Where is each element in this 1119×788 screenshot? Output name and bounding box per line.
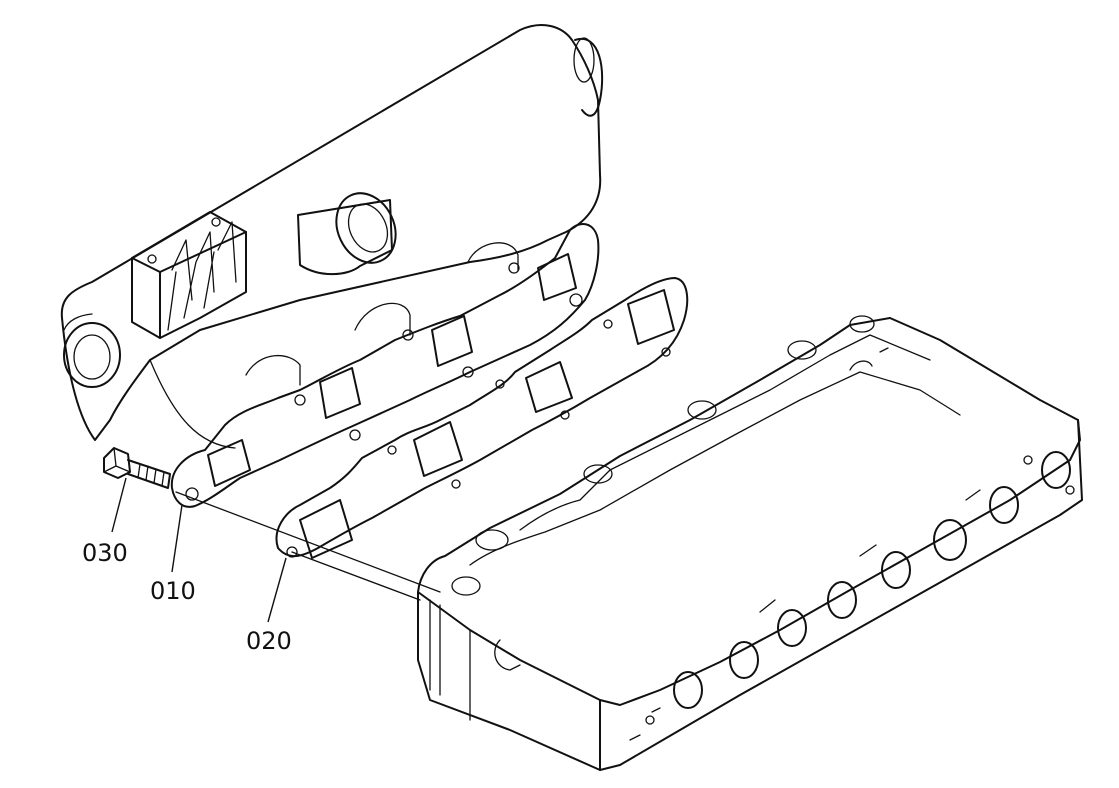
callout-leaders — [111, 477, 287, 623]
exhaust-manifold — [60, 24, 604, 508]
part-callout-030: 030 — [82, 539, 128, 567]
flange-bolt — [103, 447, 171, 489]
leader-020 — [267, 557, 287, 623]
leader-010 — [171, 504, 183, 573]
leader-030 — [111, 477, 127, 533]
part-callout-010: 010 — [150, 577, 196, 605]
part-callout-020: 020 — [246, 627, 292, 655]
exhaust-gasket — [275, 277, 689, 559]
alignment-lines — [175, 491, 441, 601]
cylinder-head — [417, 315, 1083, 771]
